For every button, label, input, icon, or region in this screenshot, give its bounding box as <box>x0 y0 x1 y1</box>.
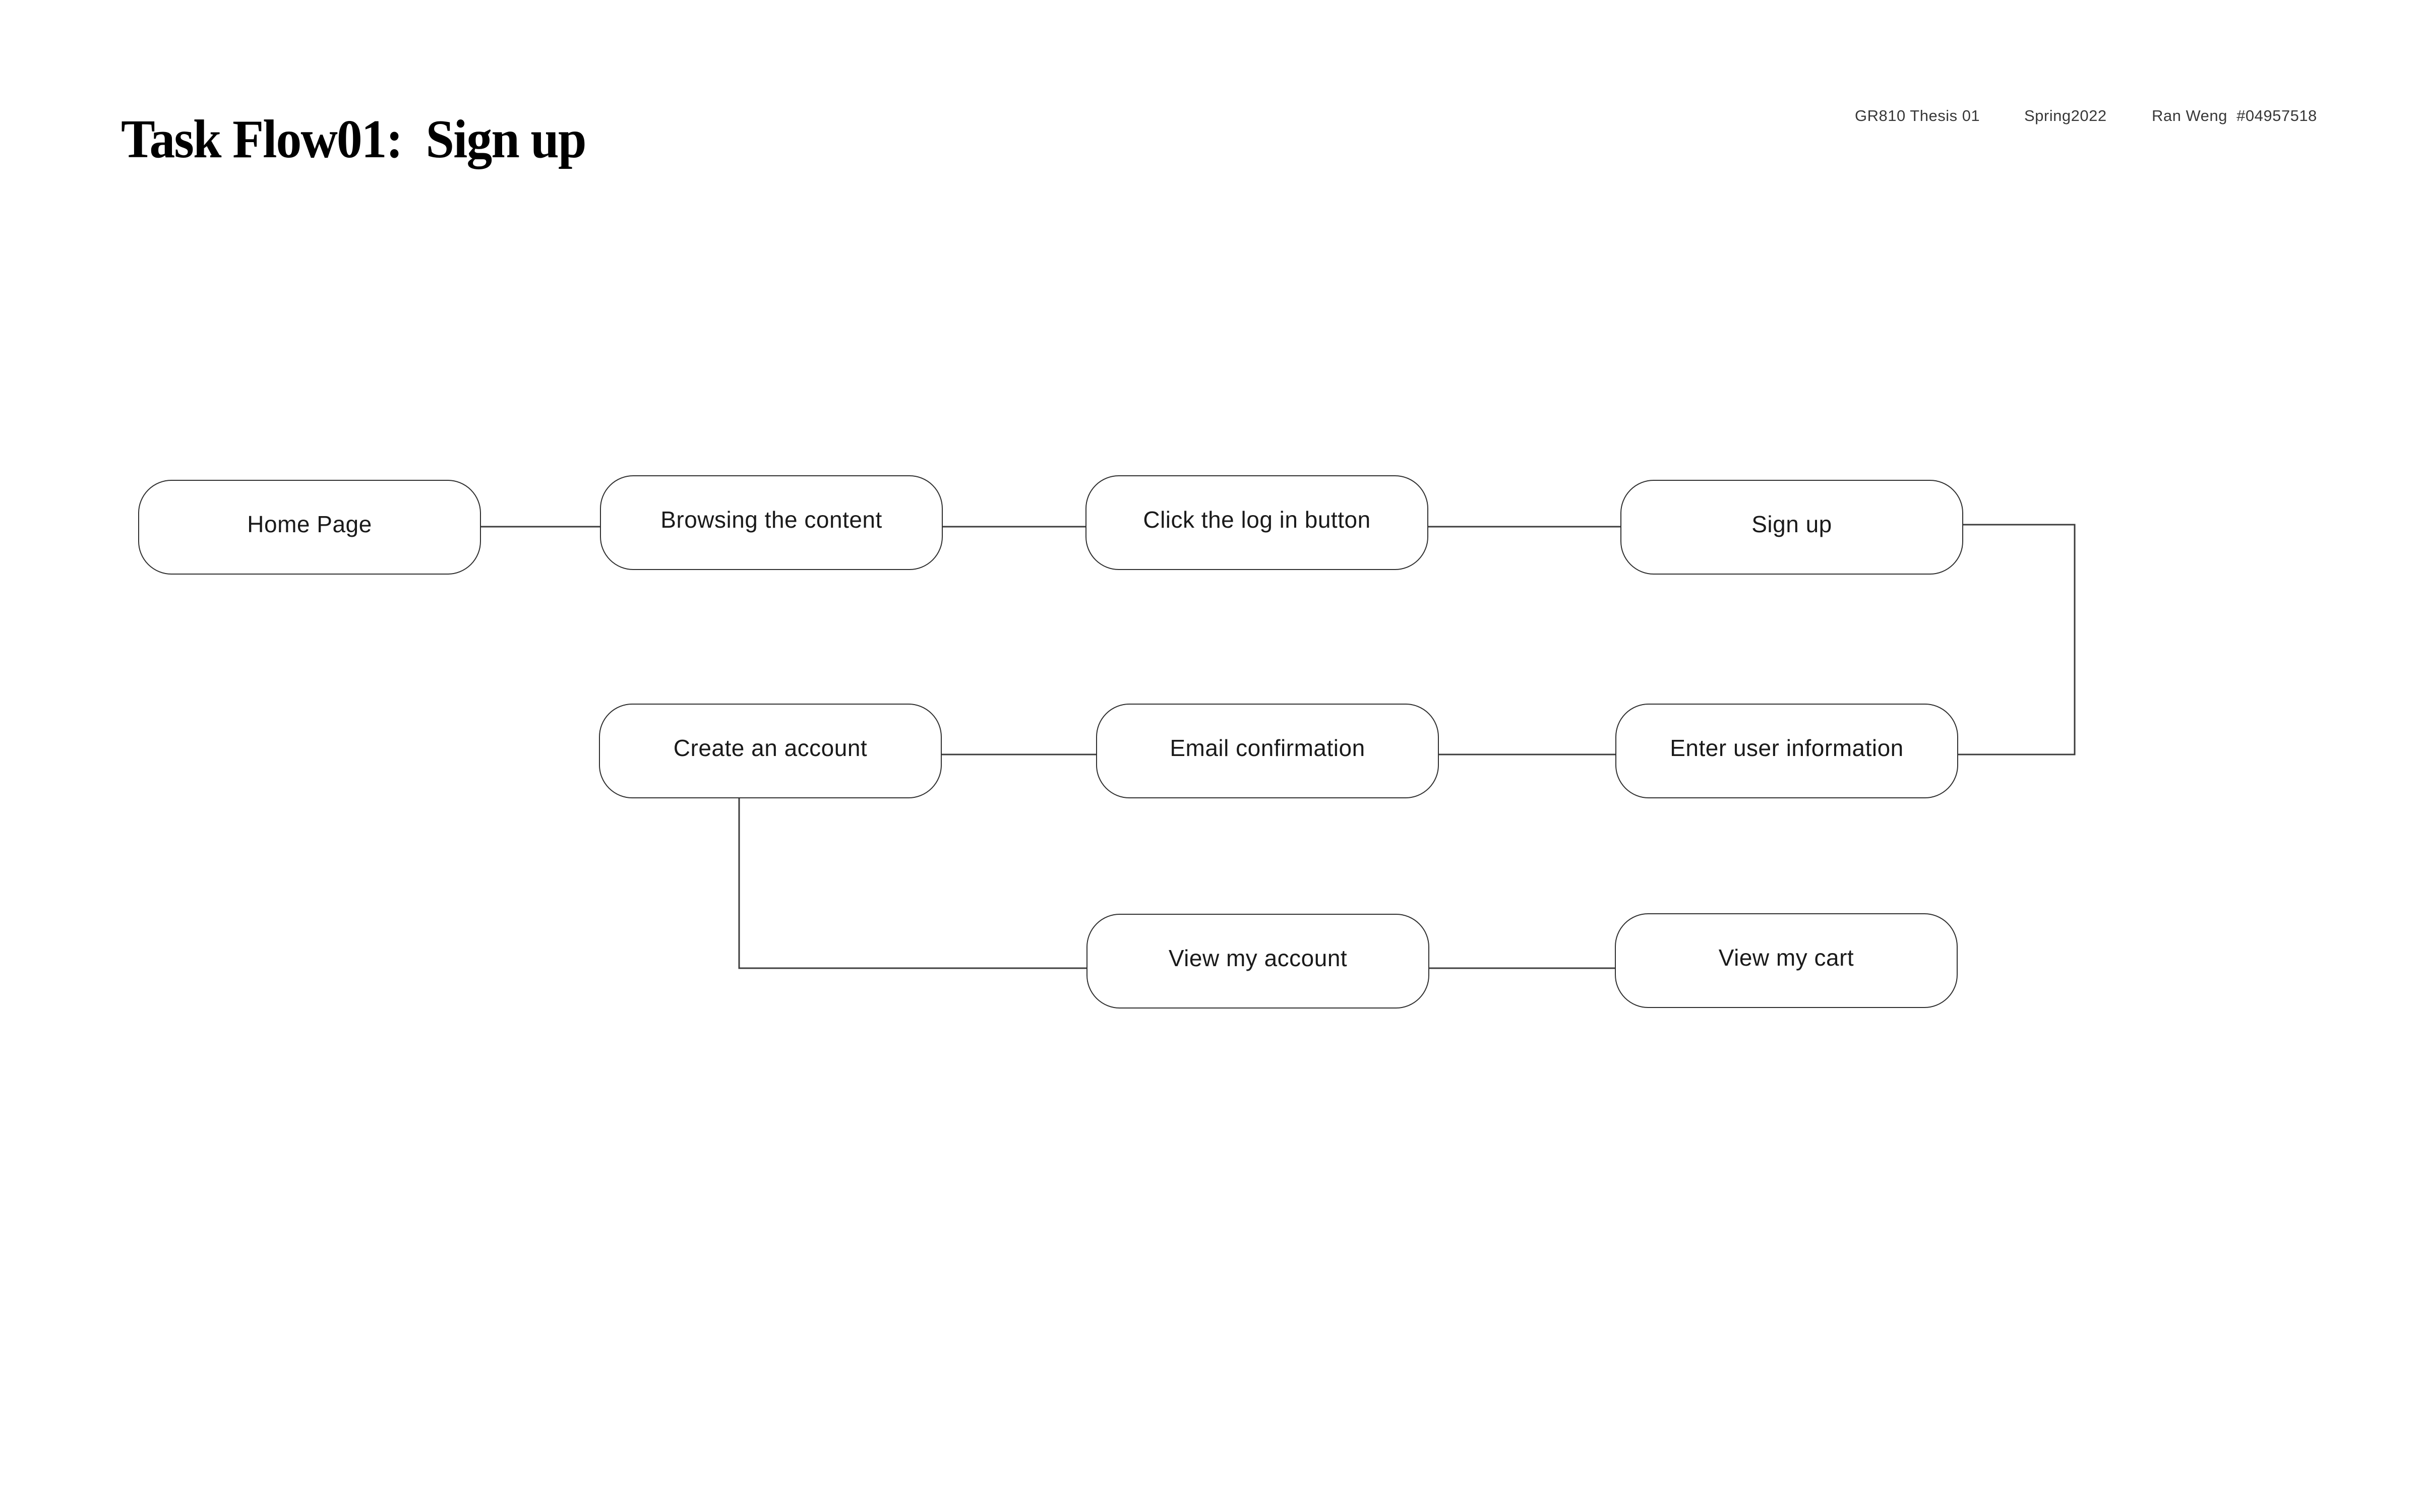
flow-node-label: Enter user information <box>1670 735 1904 761</box>
flow-node-view-my-cart: View my cart <box>1615 913 1958 1008</box>
meta-author: Ran Weng #04957518 <box>2152 107 2317 124</box>
meta-course: GR810 Thesis 01 <box>1855 107 1980 124</box>
flow-node-label: Sign up <box>1751 511 1832 537</box>
connector-sign-up-to-enter-user-info <box>1957 524 2076 755</box>
flow-node-label: Email confirmation <box>1170 735 1365 761</box>
flow-node-create-an-account: Create an account <box>599 704 942 798</box>
page-title: Task Flow01: Sign up <box>121 109 586 169</box>
flow-node-label: View my account <box>1168 945 1348 971</box>
meta-term: Spring2022 <box>2024 107 2107 124</box>
flow-node-enter-user-information: Enter user information <box>1615 704 1958 798</box>
flow-node-label: Click the log in button <box>1143 507 1371 533</box>
flow-node-label: View my cart <box>1718 944 1854 971</box>
flow-node-label: Home Page <box>247 511 372 537</box>
connector-create-account-to-view-account <box>738 798 1087 969</box>
flow-node-email-confirmation: Email confirmation <box>1096 704 1439 798</box>
flow-node-view-my-account: View my account <box>1086 914 1429 1009</box>
flow-node-click-the-log-in-button: Click the log in button <box>1085 475 1428 570</box>
flow-node-browsing-the-content: Browsing the content <box>600 475 943 570</box>
flow-node-label: Create an account <box>673 735 868 761</box>
flow-node-sign-up: Sign up <box>1620 480 1963 575</box>
flow-node-label: Browsing the content <box>660 507 882 533</box>
flow-node-home-page: Home Page <box>138 480 481 575</box>
header-meta-row: GR810 Thesis 01 Spring2022 Ran Weng #049… <box>0 107 2420 127</box>
